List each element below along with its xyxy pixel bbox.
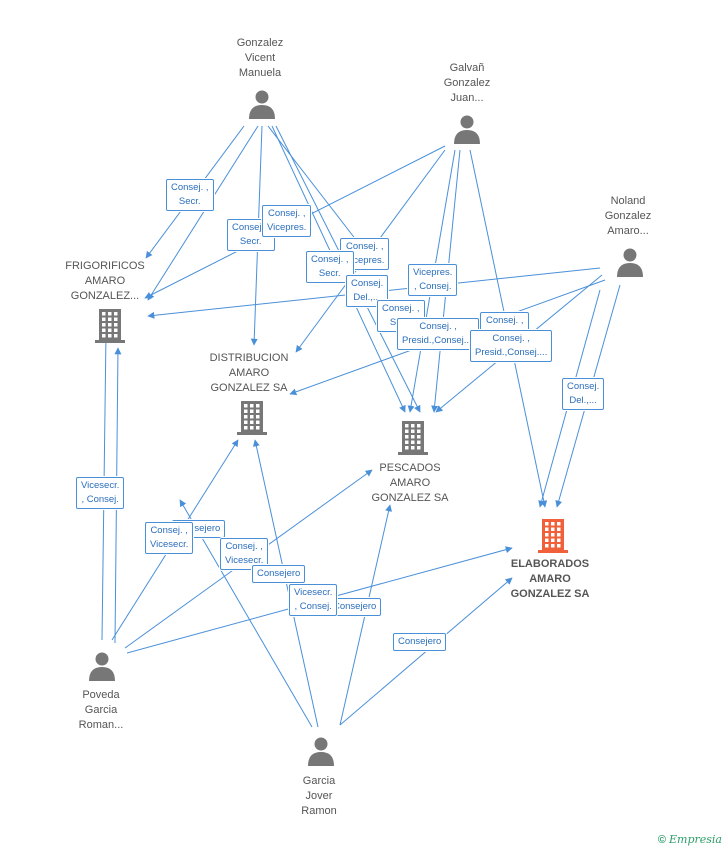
building-icon[interactable]: [237, 401, 267, 435]
company-label-frig[interactable]: FRIGORIFICOS AMARO GONZALEZ...: [65, 260, 145, 302]
edge-label[interactable]: Vicesecr. , Consej.: [76, 477, 125, 509]
edge-label[interactable]: Consejero: [328, 598, 382, 616]
edge-line: [267, 125, 361, 246]
person-label-gvm[interactable]: Gonzalez Vicent Manuela: [236, 37, 284, 79]
nodes: [89, 90, 643, 767]
edge-label[interactable]: Consej. Del.,...: [562, 378, 605, 410]
edge-label[interactable]: Consej. , Presid.,Consej....: [470, 330, 553, 362]
edge-line: [339, 577, 513, 726]
edge-label[interactable]: Consej. , Vicepres.: [262, 205, 312, 237]
person-label-nga[interactable]: Noland Gonzalez Amaro...: [604, 195, 652, 237]
edge-label[interactable]: Vicepres. , Consej.: [408, 264, 458, 296]
edge-label[interactable]: Vicesecr. , Consej.: [289, 584, 338, 616]
edge-label[interactable]: Consejero: [393, 633, 447, 651]
person-icon[interactable]: [454, 115, 480, 145]
edge-label[interactable]: Consejero: [252, 565, 306, 583]
brand-logo[interactable]: Empresia: [669, 833, 722, 846]
company-label-pesc[interactable]: PESCADOS AMARO GONZALEZ SA: [371, 462, 449, 504]
person-icon[interactable]: [617, 248, 643, 278]
person-label-gjr[interactable]: Garcia Jover Ramon: [301, 775, 337, 817]
building-icon[interactable]: [95, 309, 125, 343]
edge-label[interactable]: Consej. , Presid.,Consej....: [397, 318, 480, 350]
person-label-ggj[interactable]: Galvañ Gonzalez Juan...: [443, 62, 491, 104]
building-icon[interactable]: [398, 421, 428, 455]
edges: [101, 125, 621, 728]
edge-line: [147, 125, 259, 301]
edge-label[interactable]: Consej. , Vicesecr.: [220, 538, 269, 570]
edge-label[interactable]: Consej. , Secr.: [166, 179, 214, 211]
building-icon[interactable]: [538, 519, 568, 553]
company-label-dist[interactable]: DISTRIBUCION AMARO GONZALEZ SA: [209, 352, 289, 394]
person-label-pgr[interactable]: Poveda Garcia Roman...: [78, 689, 124, 731]
person-icon[interactable]: [249, 90, 275, 120]
edge-label[interactable]: Consej. , Secr.: [306, 251, 354, 283]
copyright-icon: ©: [657, 834, 666, 846]
edge-label[interactable]: Consej. Del.,...: [346, 275, 389, 307]
company-label-elab[interactable]: ELABORADOS AMARO GONZALEZ SA: [510, 558, 590, 600]
footer: © Empresia: [658, 833, 722, 846]
edge-line: [252, 439, 319, 728]
person-icon[interactable]: [308, 737, 334, 767]
person-icon[interactable]: [89, 652, 115, 682]
edge-label[interactable]: Consej. , Vicesecr.: [145, 522, 194, 554]
